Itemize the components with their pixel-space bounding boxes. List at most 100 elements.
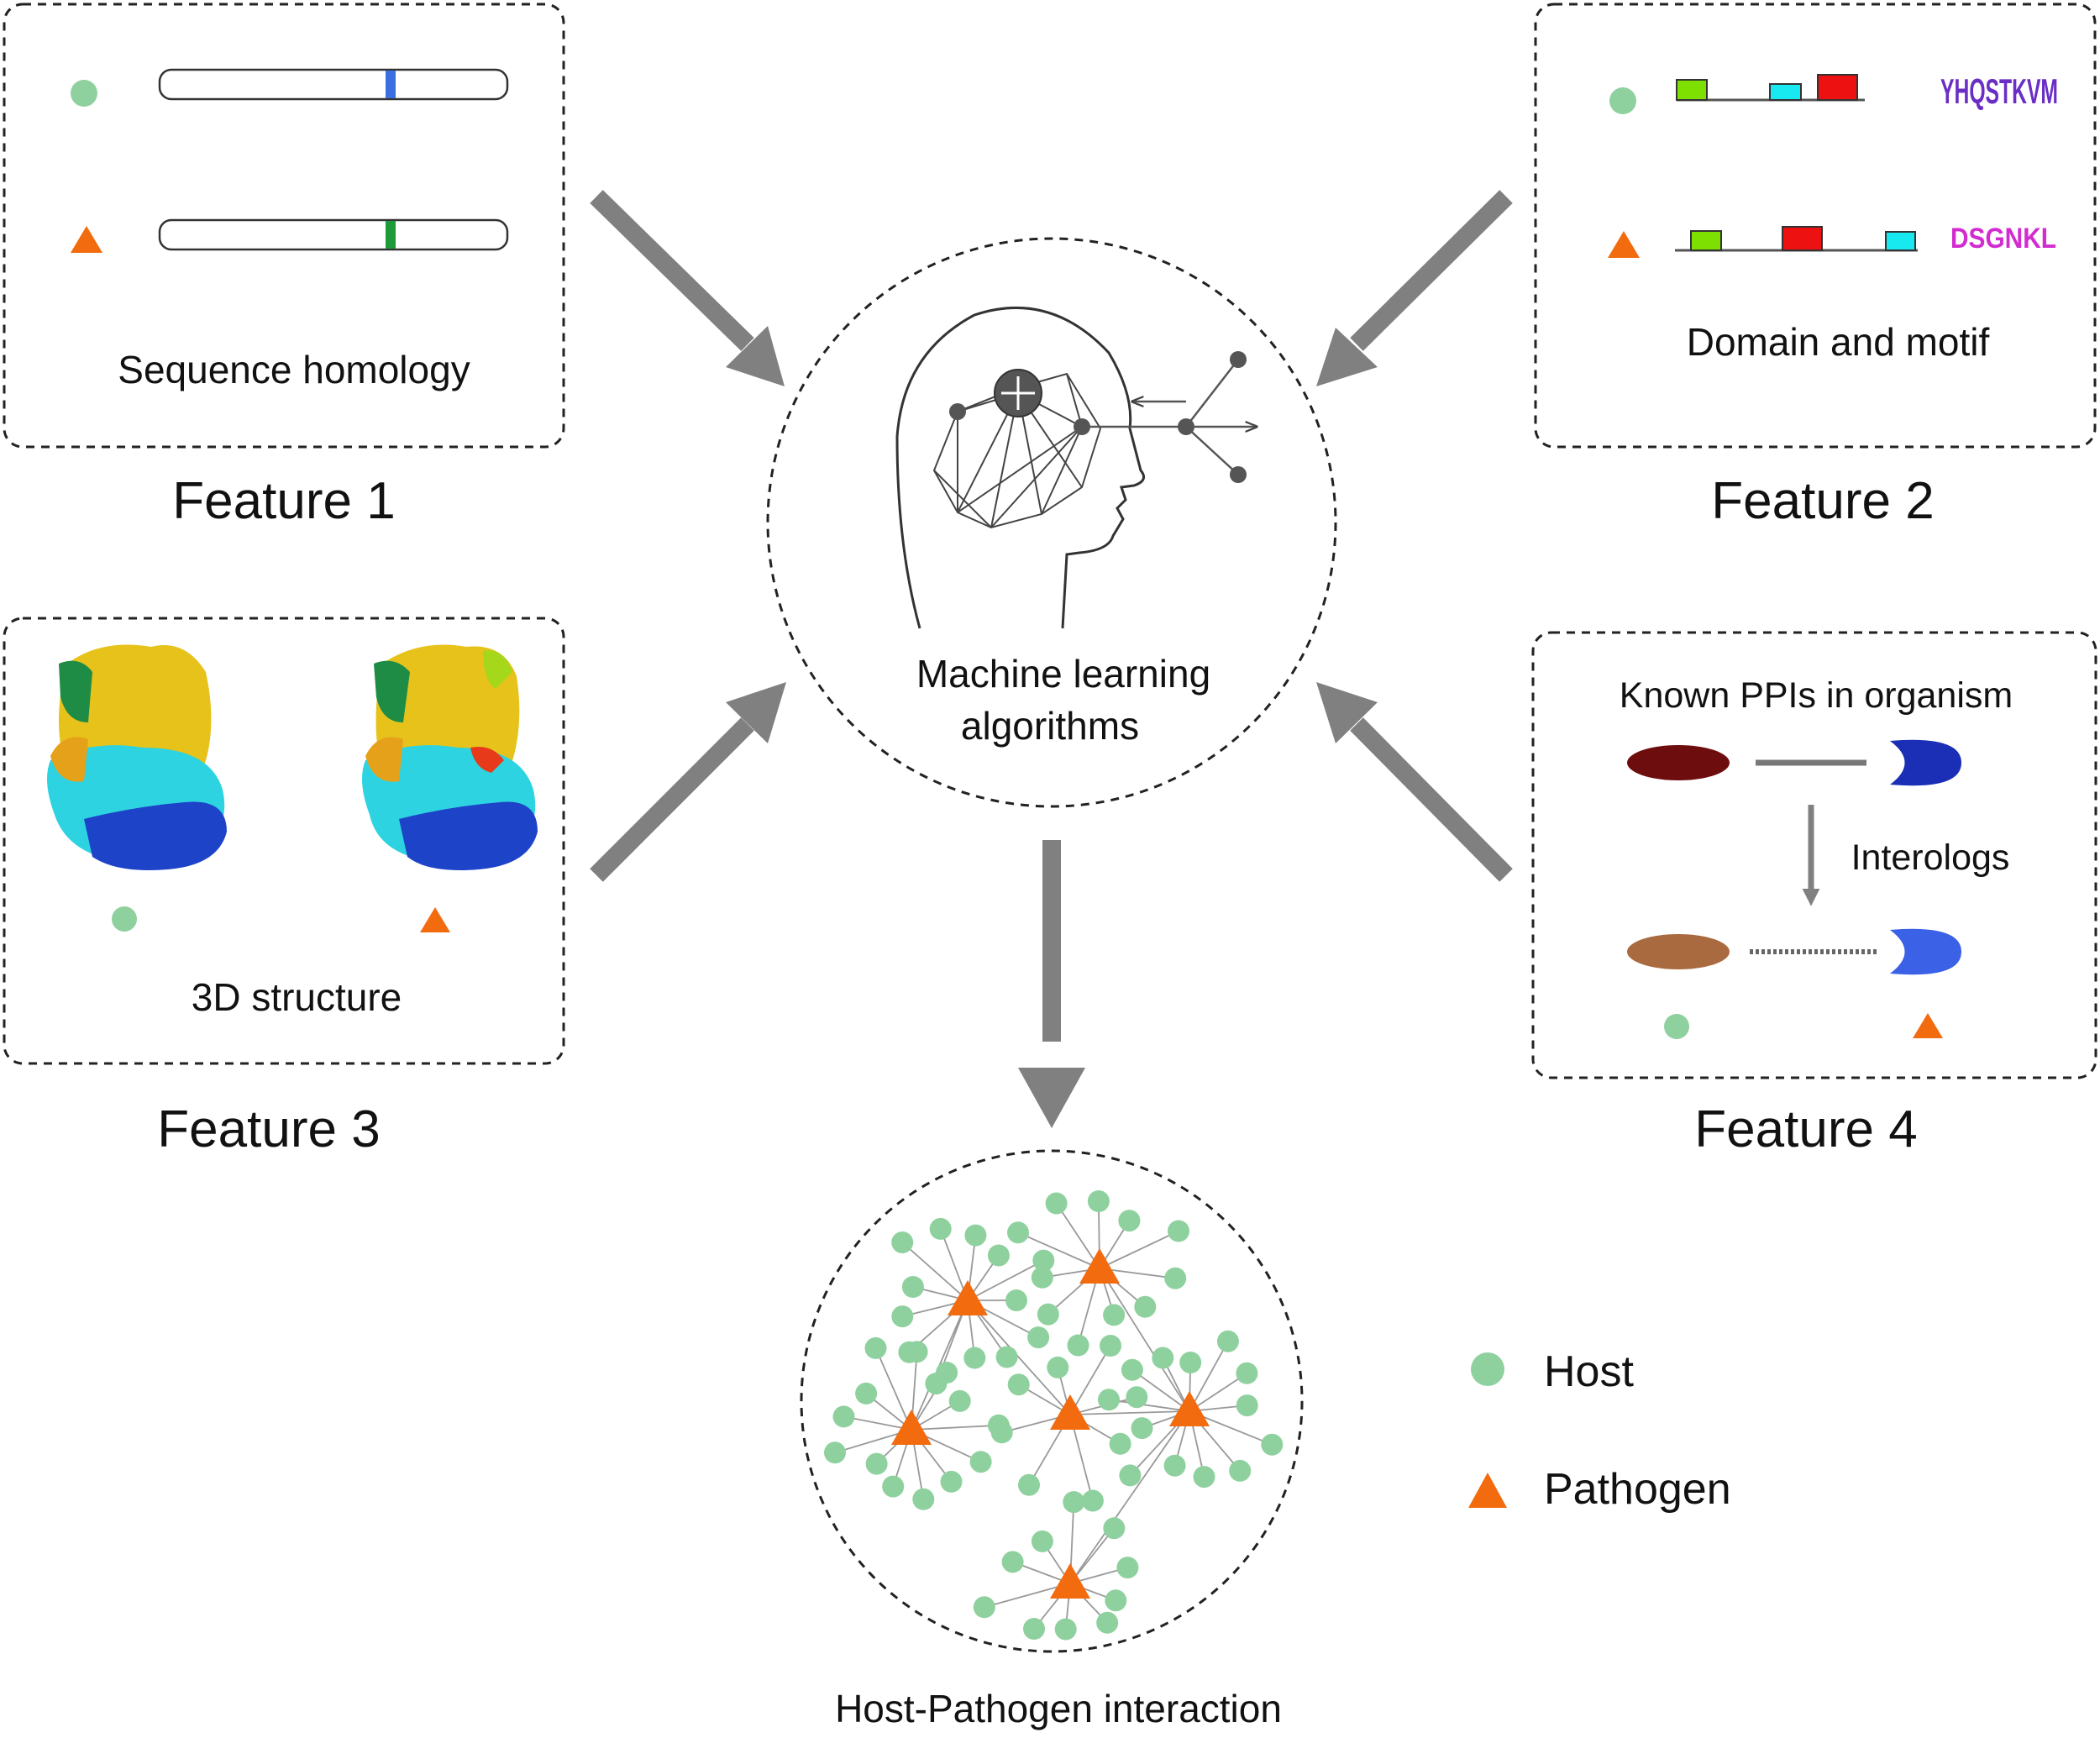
feature-2-panel: YHQSTKVM DSGNKL Domain and motif — [1534, 3, 2097, 449]
host-node — [1116, 1557, 1139, 1579]
host-node — [1096, 1611, 1119, 1634]
host-node — [1007, 1373, 1030, 1396]
tree-node-icon — [1230, 466, 1247, 483]
host-node — [1001, 1551, 1024, 1573]
pathogen-node — [1050, 1563, 1090, 1599]
host-node — [1134, 1295, 1157, 1318]
host-node — [929, 1217, 952, 1240]
host-node — [865, 1452, 888, 1475]
legend-host-label: Host — [1544, 1347, 1634, 1396]
host-node — [1229, 1459, 1252, 1482]
homology-site-pathogen — [386, 221, 396, 249]
host-node — [1005, 1289, 1027, 1311]
host-marker — [1609, 87, 1636, 114]
homology-site-host — [386, 71, 396, 98]
domain-red — [1817, 74, 1858, 101]
arrows — [590, 190, 1513, 1128]
network-panel: Host-Pathogen interaction — [800, 1149, 1304, 1730]
host-node — [948, 1389, 971, 1412]
host-node — [1087, 1190, 1110, 1212]
host-node — [901, 1276, 924, 1298]
legend-host-marker — [1471, 1352, 1504, 1386]
host-node — [1037, 1303, 1059, 1326]
host-node — [973, 1596, 995, 1619]
host-node — [1193, 1466, 1215, 1489]
protein-structure-host — [47, 644, 227, 870]
host-node — [1152, 1347, 1174, 1369]
host-node — [1103, 1304, 1126, 1326]
pathogen-node — [1050, 1394, 1090, 1430]
host-node — [824, 1441, 846, 1464]
sequence-bar-pathogen — [158, 218, 509, 251]
host-node — [855, 1382, 878, 1405]
tree-node-icon — [1178, 418, 1194, 435]
domain-red — [1782, 226, 1823, 251]
host-node — [1045, 1192, 1068, 1215]
host-node — [936, 1362, 958, 1384]
feature-2-title: Feature 2 — [1711, 472, 1934, 530]
host-node — [963, 1347, 986, 1369]
network-nodes — [824, 1190, 1284, 1641]
legend-pathogen-marker — [1468, 1473, 1507, 1508]
host-node — [1105, 1589, 1127, 1612]
host-node — [1261, 1433, 1284, 1456]
host-node — [1121, 1358, 1143, 1381]
host-node — [969, 1451, 992, 1473]
protein-crescent-light — [1890, 928, 1961, 975]
host-node — [1119, 1464, 1142, 1487]
feature-3-title: Feature 3 — [157, 1100, 380, 1158]
protein-ellipse-dark — [1627, 745, 1730, 780]
network-caption: Host-Pathogen interaction — [835, 1687, 1282, 1730]
host-node — [1109, 1432, 1131, 1455]
host-node — [1098, 1389, 1120, 1411]
brain-node-icon — [949, 403, 966, 420]
pathogen-node — [948, 1280, 988, 1315]
arrow-feature-4 — [1350, 717, 1513, 882]
feature-3-panel: 3D structure — [3, 617, 565, 1065]
domain-green — [1690, 230, 1722, 251]
feature-1-box — [3, 3, 565, 449]
host-node — [1168, 1220, 1189, 1242]
host-node — [864, 1336, 887, 1359]
pathogen-marker — [1913, 1013, 1943, 1038]
feature-2-box — [1534, 3, 2097, 449]
host-node — [1100, 1335, 1121, 1357]
head-outline-icon — [895, 306, 1146, 629]
motif-logo-host: YHQSTKVM — [1940, 71, 2058, 111]
arrow-feature-1 — [590, 190, 754, 351]
host-node — [1007, 1221, 1029, 1244]
ml-center: Machine learning algorithms — [766, 237, 1337, 808]
host-node — [882, 1475, 905, 1498]
host-node — [891, 1231, 914, 1253]
host-node — [1067, 1334, 1089, 1357]
tree-node-icon — [1230, 351, 1247, 368]
protein-crescent-dark — [1890, 739, 1961, 786]
pathogen-node — [891, 1410, 932, 1445]
legend-pathogen-label: Pathogen — [1544, 1465, 1731, 1514]
legend: Host Pathogen — [1468, 1347, 1731, 1514]
pathogen-marker — [420, 907, 450, 932]
protein-ellipse-light — [1627, 934, 1730, 969]
host-node — [912, 1488, 935, 1510]
feature-4-title: Feature 4 — [1694, 1100, 1917, 1158]
network-circle — [800, 1149, 1304, 1653]
host-node — [1103, 1517, 1126, 1540]
feature-1-panel: Sequence homology — [3, 3, 565, 449]
network-edges — [834, 1200, 1273, 1630]
domain-cyan — [1769, 83, 1802, 101]
arrow-feature-2 — [1350, 190, 1513, 351]
feature-4-box — [1531, 631, 2097, 1079]
host-node — [964, 1224, 987, 1247]
host-node — [1031, 1266, 1053, 1289]
host-node — [832, 1405, 855, 1428]
pathogen-marker — [71, 226, 102, 253]
host-node — [1031, 1530, 1053, 1552]
host-node — [1164, 1267, 1187, 1289]
ml-label-line2: algorithms — [961, 704, 1139, 748]
host-node — [990, 1421, 1013, 1444]
host-marker — [112, 906, 137, 932]
feature-3-caption: 3D structure — [192, 975, 402, 1019]
host-node — [1216, 1330, 1239, 1352]
host-node — [1179, 1352, 1202, 1373]
